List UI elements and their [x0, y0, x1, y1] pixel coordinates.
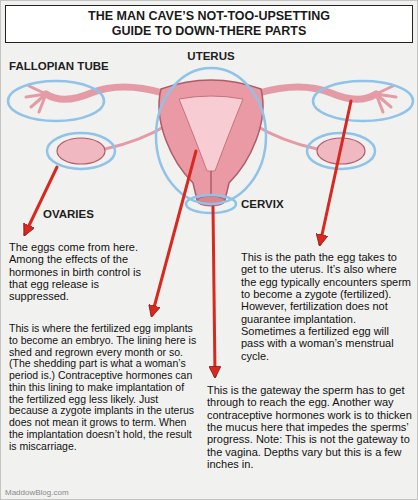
- highlight-ring: [313, 81, 413, 121]
- leader-arrow: [213, 207, 215, 376]
- note-text: This is the gateway the sperm has to get…: [207, 384, 413, 470]
- part-name: CERVIX: [241, 198, 284, 211]
- leader-arrow: [320, 101, 351, 244]
- watermark-box: MaddowBlog.com: [5, 489, 69, 498]
- note-text-box: This is the gateway the sperm has to get…: [207, 384, 413, 470]
- fimbriae: [376, 86, 396, 112]
- leader-arrow: [25, 167, 57, 234]
- part-name: UTERUS: [187, 50, 234, 63]
- uterus-body: [159, 80, 263, 200]
- highlight-ring: [8, 81, 104, 121]
- watermark: MaddowBlog.com: [5, 489, 69, 498]
- highlight-ring: [47, 133, 115, 169]
- highlight-rings: [8, 68, 413, 213]
- fallopian-tube-right: [259, 86, 396, 112]
- leader-arrow: [152, 151, 196, 315]
- note-text: This is where the fertilized egg implant…: [9, 323, 199, 452]
- title-box: THE MAN CAVE’S NOT-TOO-UPSETTING GUIDE T…: [5, 5, 413, 43]
- title-text: THE MAN CAVE’S NOT-TOO-UPSETTING GUIDE T…: [72, 9, 347, 39]
- note-text: This is the path the egg takes to get to…: [241, 251, 413, 362]
- part-name-box: UTERUS: [187, 50, 234, 63]
- note-text-box: This is where the fertilized egg implant…: [9, 323, 199, 452]
- part-name: OVARIES: [43, 208, 94, 221]
- part-name-box: OVARIES: [43, 208, 94, 221]
- part-name-box: CERVIX: [241, 198, 284, 211]
- note-text-box: The eggs come from here. Among the effec…: [9, 241, 147, 303]
- note-text-box: This is the path the egg takes to get to…: [241, 251, 413, 362]
- note-text: The eggs come from here. Among the effec…: [9, 241, 147, 303]
- fimbriae: [26, 86, 46, 112]
- ovary-shape: [57, 138, 105, 164]
- highlight-ring: [156, 68, 266, 204]
- part-name-box: FALLOPIAN TUBE: [9, 60, 109, 73]
- uterine-cavity: [179, 96, 243, 171]
- part-name: FALLOPIAN TUBE: [9, 60, 109, 73]
- highlight-ring: [186, 195, 236, 213]
